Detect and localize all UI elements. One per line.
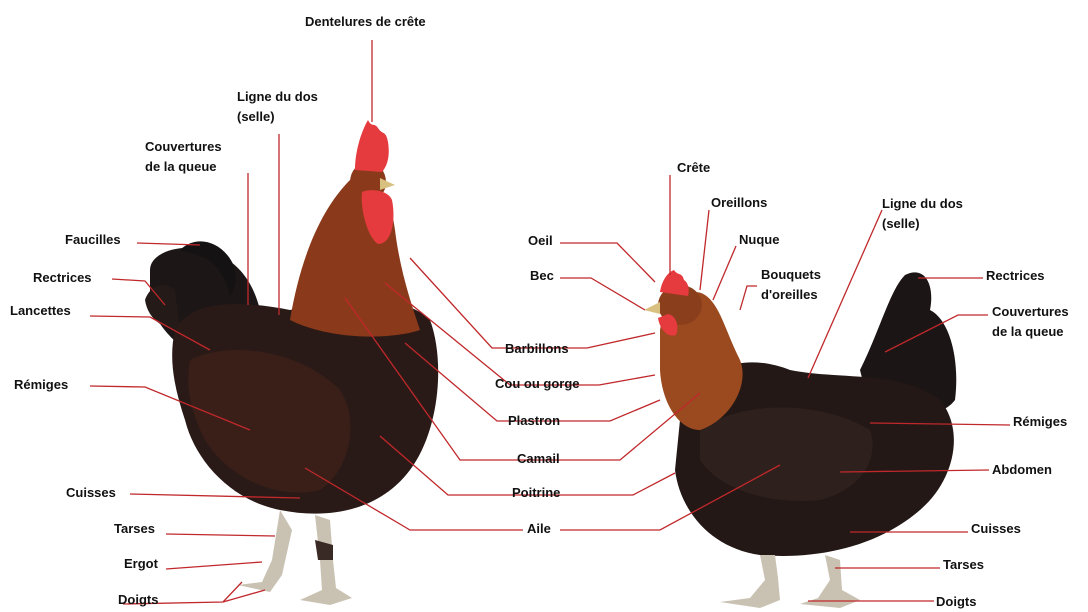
label-cuisses-hen: Cuisses	[971, 521, 1021, 536]
label-rectrices-rooster: Rectrices	[33, 270, 92, 285]
label-remiges-hen: Rémiges	[1013, 414, 1067, 429]
label-dentelures-de-crete: Dentelures de crête	[305, 14, 426, 29]
label-camail: Camail	[517, 451, 560, 466]
label-remiges-rooster: Rémiges	[14, 377, 68, 392]
label-abdomen: Abdomen	[992, 462, 1052, 477]
label-tarses-hen: Tarses	[943, 557, 984, 572]
label-ligne-du-dos-hen: Ligne du dos (selle)	[882, 194, 1002, 234]
label-aile: Aile	[527, 521, 551, 536]
label-faucilles: Faucilles	[65, 232, 121, 247]
label-cou-ou-gorge: Cou ou gorge	[495, 376, 580, 391]
label-bec: Bec	[530, 268, 554, 283]
label-poitrine: Poitrine	[512, 485, 560, 500]
label-oeil: Oeil	[528, 233, 553, 248]
rooster-comb	[355, 120, 389, 172]
label-barbillons: Barbillons	[505, 341, 569, 356]
label-doigts-rooster: Doigts	[118, 592, 158, 607]
hen-left-leg	[720, 555, 780, 608]
label-ergot: Ergot	[124, 556, 158, 571]
label-rectrices-hen: Rectrices	[986, 268, 1045, 283]
label-oreillons: Oreillons	[711, 195, 767, 210]
label-nuque: Nuque	[739, 232, 779, 247]
rooster-illustration	[145, 120, 438, 605]
label-cuisses-rooster: Cuisses	[66, 485, 116, 500]
hen-right-leg	[800, 555, 860, 608]
label-tarses-rooster: Tarses	[114, 521, 155, 536]
label-couvertures-de-la-queue-hen: Couvertures de la queue	[992, 302, 1088, 342]
label-doigts-hen: Doigts	[936, 594, 976, 609]
label-couvertures-de-la-queue-rooster: Couvertures de la queue	[145, 137, 265, 177]
hen-illustration	[644, 270, 956, 608]
label-crete: Crête	[677, 160, 710, 175]
label-lancettes: Lancettes	[10, 303, 71, 318]
rooster-left-leg	[238, 510, 292, 592]
label-ligne-du-dos-rooster: Ligne du dos (selle)	[237, 87, 357, 127]
hen-beak	[644, 302, 660, 314]
hen-comb	[660, 270, 689, 296]
rooster-beak	[380, 178, 395, 190]
label-plastron: Plastron	[508, 413, 560, 428]
label-bouquets-doreilles: Bouquets d'oreilles	[761, 265, 881, 305]
